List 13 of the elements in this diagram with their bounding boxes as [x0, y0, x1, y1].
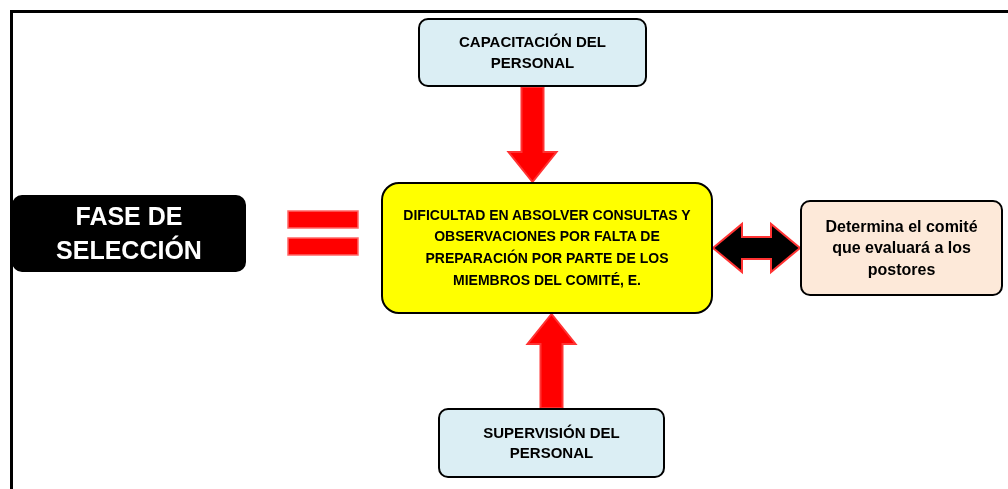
- rounded-box: [438, 408, 665, 478]
- box-text: Determina el comité que evaluará a los postores: [824, 216, 979, 280]
- rounded-box: [418, 18, 647, 87]
- rounded-box: [381, 182, 713, 314]
- rounded-box: [800, 200, 1003, 296]
- block-arrow: [506, 86, 559, 184]
- block-arrow: [711, 221, 802, 275]
- box-text: FASE DE SELECCIÓN: [55, 200, 203, 266]
- rounded-box: [12, 195, 246, 272]
- box-text: SUPERVISIÓN DEL PERSONAL: [482, 422, 621, 463]
- block-arrow: [525, 312, 578, 409]
- box-text: CAPACITACIÓN DEL PERSONAL: [458, 32, 607, 73]
- box-text: DIFICULTAD EN ABSOLVER CONSULTAS Y OBSERVACIONES POR FALTA DE PREPARACIÓN POR PARTE DE LOS MIEMBROS DEL COMITÉ, E.: [402, 205, 692, 290]
